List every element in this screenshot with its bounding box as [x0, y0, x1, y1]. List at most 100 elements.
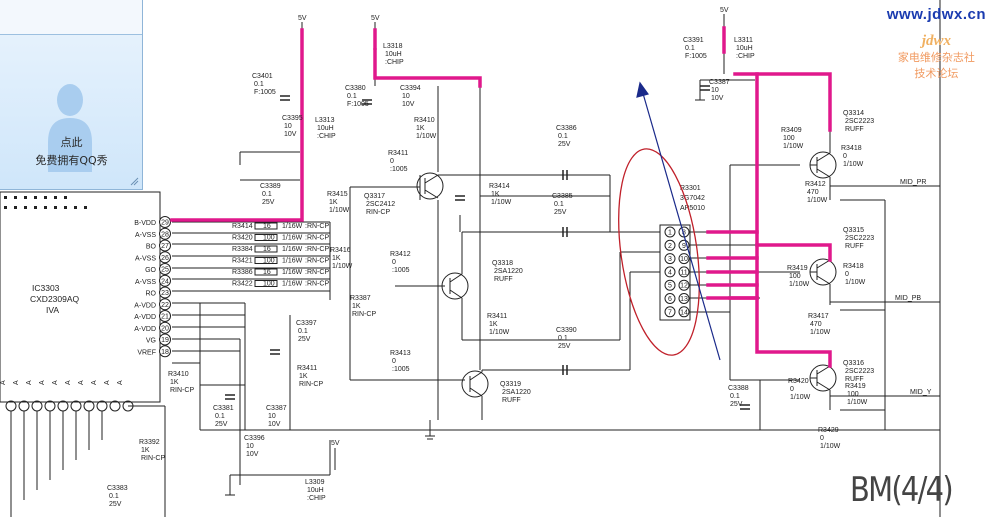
ic-pin-number: 19 — [161, 337, 169, 344]
highlight-rails — [170, 26, 832, 368]
component-value: 1K — [332, 255, 341, 262]
component-spec: 25V — [262, 199, 275, 206]
component-spec: 25V — [558, 141, 571, 148]
ic-pin-number: 23 — [161, 290, 169, 297]
component-spec: 1/10W — [807, 197, 828, 204]
watermark-logo: jdwx — [921, 33, 952, 49]
component-value: 100 — [783, 135, 795, 142]
component-ref: C3394 — [400, 85, 421, 92]
component-spec: F:1005 — [347, 101, 369, 108]
component-spec: 25V — [215, 421, 228, 428]
component-value: 2SC2223 — [845, 235, 874, 242]
resistor-pkg: :RN-CP — [305, 269, 329, 276]
resistor-body — [254, 222, 278, 230]
avatar-silhouette-icon — [48, 84, 92, 172]
component-ref: R3410 — [414, 117, 435, 124]
component-spec: 10V — [268, 421, 281, 428]
component-spec: RIN-CP — [141, 455, 165, 462]
popup-line1[interactable]: 点此 — [60, 136, 83, 149]
component-spec: :CHIP — [307, 495, 326, 502]
component-value: 1K — [141, 447, 150, 454]
component-ref: L3311 — [734, 37, 753, 44]
power-label-5v: 5V — [331, 440, 340, 447]
component-ref: R3419 — [787, 265, 808, 272]
watermark: www.jdwx.cn jdwx 家电维修杂志社 技术论坛 — [887, 6, 986, 82]
resistor-val: 16 — [263, 246, 271, 253]
ic-pin-number: 22 — [161, 302, 169, 309]
ic-pin — [159, 227, 171, 240]
ic-pin — [159, 239, 171, 252]
connector-pin-number: 12 — [680, 283, 688, 290]
qq-show-popup[interactable]: 点此 免费拥有QQ秀 — [0, 0, 143, 190]
component-ref: R3416 — [330, 247, 351, 254]
connector-pin-number: 2 — [668, 243, 672, 250]
svg-text:A: A — [65, 380, 72, 385]
component-value: 0 — [820, 435, 824, 442]
ic-sub: IVA — [46, 305, 59, 315]
component-value: 0 — [843, 153, 847, 160]
connector-pin-number: 11 — [680, 269, 687, 276]
component-value: 1K — [491, 191, 500, 198]
connector-pin-left — [664, 306, 676, 318]
resize-grip-icon[interactable] — [129, 176, 139, 186]
component-value: 0.1 — [730, 393, 740, 400]
ic-pin-label: VREF — [137, 349, 156, 356]
ic-pin-number: 20 — [161, 325, 169, 332]
resistor-pkg: :RN-CP — [305, 258, 329, 265]
component-ref: L3313 — [315, 117, 335, 124]
connector-pin-left — [664, 239, 676, 251]
component-spec: 1/10W — [416, 133, 437, 140]
component-spec: 1/10W — [489, 329, 510, 336]
ic-pin-number: 29 — [161, 220, 169, 227]
component-value: 2SA1220 — [502, 389, 531, 396]
output-mid-pb: MID_PB — [895, 295, 921, 302]
component-spec: F:1005 — [685, 53, 707, 60]
component-value: 0.1 — [685, 45, 695, 52]
svg-text:A: A — [117, 380, 124, 385]
component-ref: R3429 — [818, 427, 839, 434]
component-ref: C3385 — [552, 193, 573, 200]
component-ref: R3411 — [388, 150, 408, 157]
watermark-line2: 技术论坛 — [914, 67, 959, 80]
ic-pin-number: 26 — [161, 255, 169, 262]
component-value: 0.1 — [347, 93, 357, 100]
component-value: 0.1 — [558, 133, 568, 140]
ic-top-pins — [4, 196, 87, 209]
ic-pin-number: 27 — [161, 243, 169, 250]
connector-v1: 3G7042 — [680, 195, 705, 202]
component-ref: R3419 — [845, 383, 866, 390]
svg-text:A: A — [91, 380, 98, 385]
resistor-pkg: :RN-CP — [305, 223, 329, 230]
component-ref: C3386 — [556, 125, 577, 132]
ic-pin-label: A-VSS — [135, 279, 156, 286]
resistor-ref: R3414 — [232, 223, 253, 230]
output-mid-y: MID_Y — [910, 389, 932, 396]
component-ref: C3380 — [345, 85, 366, 92]
cap-symbols — [225, 85, 750, 410]
component-value: 2SC2223 — [845, 368, 874, 375]
component-ref: C3387 — [709, 79, 730, 86]
popup-line2[interactable]: 免费拥有QQ秀 — [35, 154, 108, 167]
resistor-body — [254, 245, 278, 253]
component-value: 0.1 — [215, 413, 225, 420]
connector-pin-left — [664, 226, 676, 238]
component-spec: RIN-CP — [366, 209, 390, 216]
component-ref: R3415 — [327, 191, 348, 198]
resistor-body — [254, 234, 278, 241]
